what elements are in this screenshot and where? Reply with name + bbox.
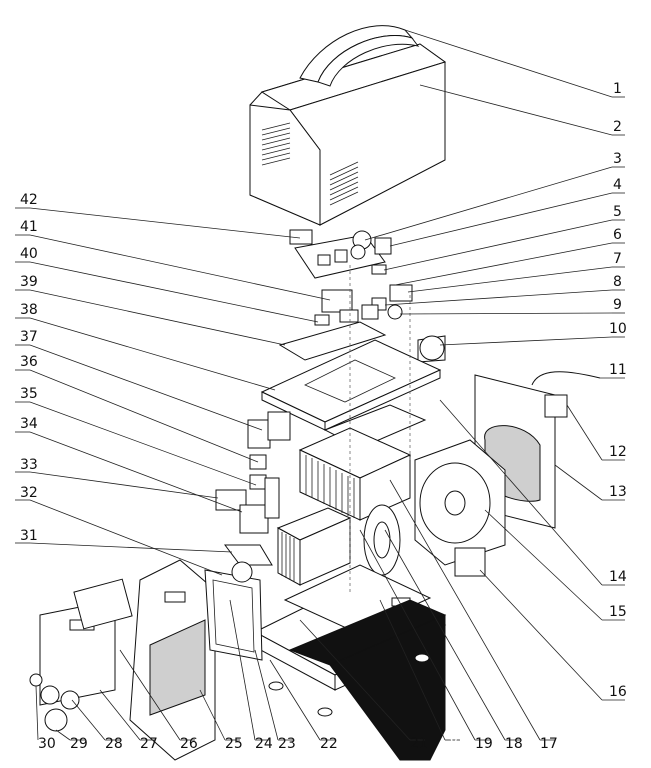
mounting-plate: [260, 339, 442, 431]
front-bezel: [129, 559, 216, 761]
part-number-17: 17: [540, 736, 558, 752]
part-number-28: 28: [105, 736, 123, 752]
part-number-21: 21: [410, 736, 428, 752]
part-number-6: 6: [613, 227, 622, 243]
part-number-32: 32: [20, 485, 38, 501]
part-number-23: 23: [278, 736, 296, 752]
part-number-11: 11: [609, 362, 627, 378]
part-number-4: 4: [613, 177, 622, 193]
front-frame: [204, 569, 263, 661]
handle: [299, 25, 420, 87]
part-number-29: 29: [70, 736, 88, 752]
part-number-42: 42: [20, 192, 38, 208]
relay-module: [247, 411, 291, 449]
part-number-37: 37: [20, 329, 38, 345]
part-number-labels: 1 2 3 4 5 6 7 8 9 10 11 12 13 14 15 16 1…: [20, 81, 627, 752]
part-number-5: 5: [613, 204, 622, 220]
part-number-13: 13: [609, 484, 627, 500]
part-number-2: 2: [613, 119, 622, 135]
part-number-35: 35: [20, 386, 38, 402]
leader-lines: [15, 29, 625, 741]
top-cover: [249, 43, 447, 226]
part-number-8: 8: [613, 274, 622, 290]
part-number-15: 15: [609, 604, 627, 620]
power-cable: [531, 371, 601, 418]
part-number-31: 31: [20, 528, 38, 544]
small-fan-and-bracket: [224, 544, 273, 583]
assembly-guidelines: [349, 265, 411, 595]
part-number-38: 38: [20, 302, 38, 318]
rubber-feet: [268, 653, 430, 717]
output-terminal: [454, 547, 486, 577]
part-number-24: 24: [255, 736, 273, 752]
part-number-18: 18: [505, 736, 523, 752]
part-number-27: 27: [140, 736, 158, 752]
upper-pcb-components: [278, 229, 446, 363]
part-number-3: 3: [613, 151, 622, 167]
display-board: [73, 578, 133, 630]
cooling-fan: [414, 439, 506, 566]
part-number-19: 19: [475, 736, 493, 752]
part-number-20: 20: [445, 736, 463, 752]
control-knobs: [29, 673, 80, 732]
igbt-modules: [215, 454, 280, 534]
part-number-36: 36: [20, 354, 38, 370]
part-number-7: 7: [613, 251, 622, 267]
part-number-1: 1: [613, 81, 622, 97]
part-number-41: 41: [20, 219, 38, 235]
part-number-34: 34: [20, 416, 38, 432]
part-number-10: 10: [609, 321, 627, 337]
heatsink-upper: [298, 427, 412, 521]
part-number-14: 14: [609, 569, 627, 585]
toroid-inductor: [363, 504, 401, 576]
part-number-30: 30: [38, 736, 56, 752]
part-number-39: 39: [20, 274, 38, 290]
part-number-25: 25: [225, 736, 243, 752]
part-number-12: 12: [609, 444, 627, 460]
heatsink-lower: [276, 507, 352, 586]
part-number-33: 33: [20, 457, 38, 473]
insulating-sheet-black: [288, 599, 447, 761]
part-number-26: 26: [180, 736, 198, 752]
part-number-16: 16: [609, 684, 627, 700]
part-number-22: 22: [320, 736, 338, 752]
part-number-40: 40: [20, 246, 38, 262]
part-number-9: 9: [613, 297, 622, 313]
